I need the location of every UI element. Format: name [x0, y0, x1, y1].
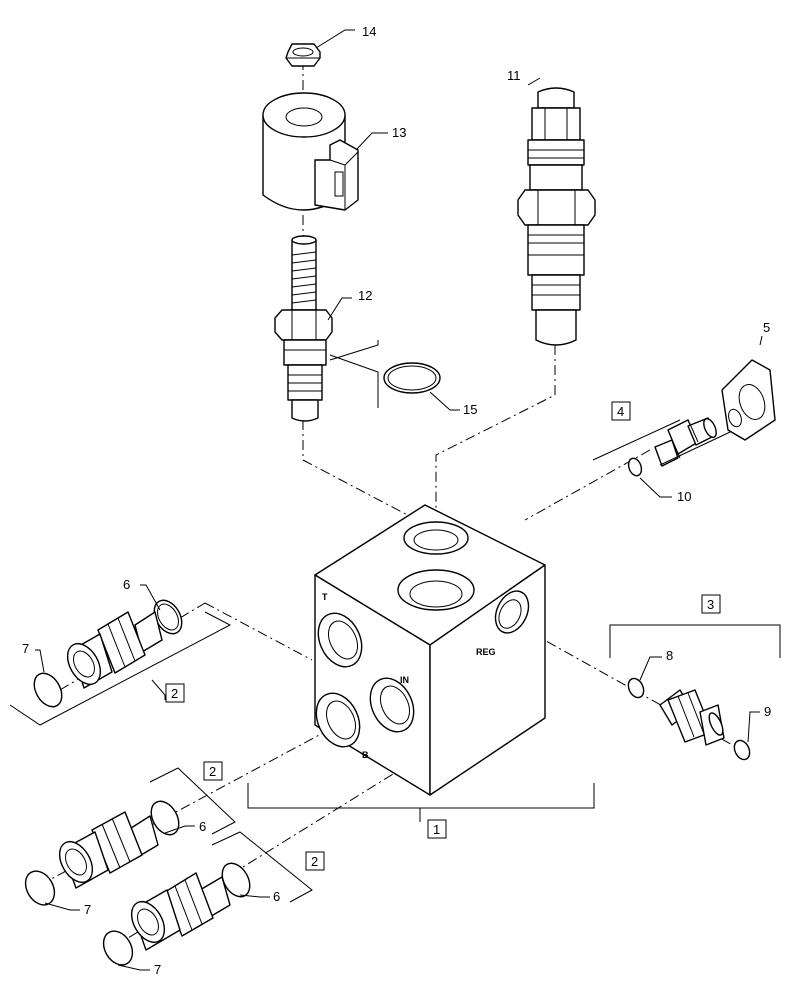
callout-6a: 6	[123, 577, 130, 592]
callout-7a: 7	[22, 641, 29, 656]
callout-6c: 6	[273, 889, 280, 904]
callout-box-2b	[203, 761, 223, 781]
dust-cap-5	[721, 359, 776, 441]
callout-15: 15	[463, 402, 477, 417]
callout-1: 1	[433, 822, 440, 837]
bracket-2a	[9, 611, 232, 726]
callout-12: 12	[358, 288, 372, 303]
port-label-t: T	[322, 592, 328, 602]
callout-4: 4	[617, 404, 624, 419]
callout-8: 8	[666, 648, 673, 663]
cartridge-valve	[274, 235, 333, 422]
bracket-2b	[149, 767, 236, 835]
o-ring-7a	[33, 672, 63, 708]
port-label-b: B	[362, 750, 369, 760]
callout-5: 5	[763, 320, 770, 335]
fitting-2a	[66, 599, 183, 689]
callout-box-2c	[305, 851, 325, 871]
fitting-2b	[58, 800, 180, 889]
callout-10: 10	[677, 489, 691, 504]
callout-2b: 2	[209, 764, 216, 779]
o-ring-9	[733, 739, 751, 761]
o-ring-10	[627, 457, 643, 477]
callout-6b: 6	[199, 819, 206, 834]
callout-9: 9	[764, 704, 771, 719]
callout-box-2a	[165, 683, 185, 703]
check-valve-11	[517, 87, 596, 346]
callout-14: 14	[362, 24, 376, 39]
fitting-2c	[130, 862, 251, 951]
bracket-2c	[211, 831, 313, 903]
bracket-3	[609, 624, 781, 658]
centerline-valve	[435, 345, 556, 540]
o-ring-8	[627, 677, 645, 699]
bracket-1	[247, 783, 595, 822]
o-ring-15	[329, 340, 441, 408]
callout-2a: 2	[171, 686, 178, 701]
o-ring-7c	[102, 930, 134, 966]
callout-11: 11	[507, 68, 521, 83]
centerline-port-t	[204, 602, 313, 661]
callout-7b: 7	[84, 902, 91, 917]
manifold-block: T IN B REG	[314, 504, 546, 796]
callout-box-4	[611, 401, 631, 421]
callout-leaders	[35, 29, 763, 971]
callout-box-3	[701, 594, 721, 614]
center-lines	[39, 60, 746, 949]
hex-nut	[285, 43, 321, 67]
fitting-3	[627, 677, 751, 761]
port-label-in: IN	[400, 675, 409, 685]
callout-7c: 7	[154, 962, 161, 977]
solenoid-coil	[262, 92, 359, 211]
o-ring-7b	[24, 870, 56, 906]
callout-3: 3	[707, 597, 714, 612]
callout-box-1	[427, 819, 447, 839]
callout-13: 13	[392, 125, 406, 140]
port-label-reg: REG	[476, 647, 496, 657]
callout-2c: 2	[311, 854, 318, 869]
